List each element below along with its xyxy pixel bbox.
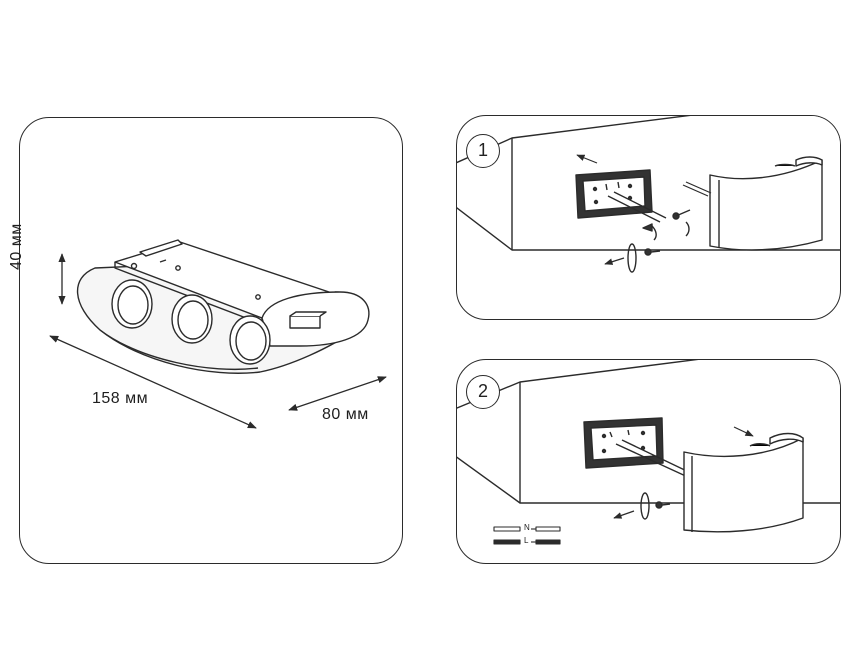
step-2-badge: 2 <box>466 375 500 409</box>
neutral-wire-label: N <box>524 523 530 532</box>
mounting-plate-step2 <box>583 417 664 469</box>
dimension-arrows <box>49 253 387 429</box>
lens-middle <box>171 294 213 344</box>
live-wire-label: L <box>524 536 529 545</box>
depth-arrow <box>288 376 387 411</box>
height-dimension-label: 40 мм <box>8 223 25 270</box>
length-dimension-label: 158 мм <box>92 390 149 407</box>
wires <box>607 191 667 223</box>
mounting-plate <box>575 169 653 219</box>
lens-left <box>111 279 153 329</box>
lamp-isometric <box>76 239 370 374</box>
depth-dimension-label: 80 мм <box>322 406 369 423</box>
length-arrow <box>49 335 257 429</box>
lamp-housing-step2 <box>683 432 804 533</box>
screw-step2 <box>655 501 671 509</box>
wires-step2 <box>615 439 694 479</box>
screws <box>642 209 691 256</box>
lamp-housing <box>682 156 823 251</box>
lens-right <box>229 315 271 365</box>
wiring-legend <box>493 526 561 545</box>
step-1-badge: 1 <box>466 134 500 168</box>
